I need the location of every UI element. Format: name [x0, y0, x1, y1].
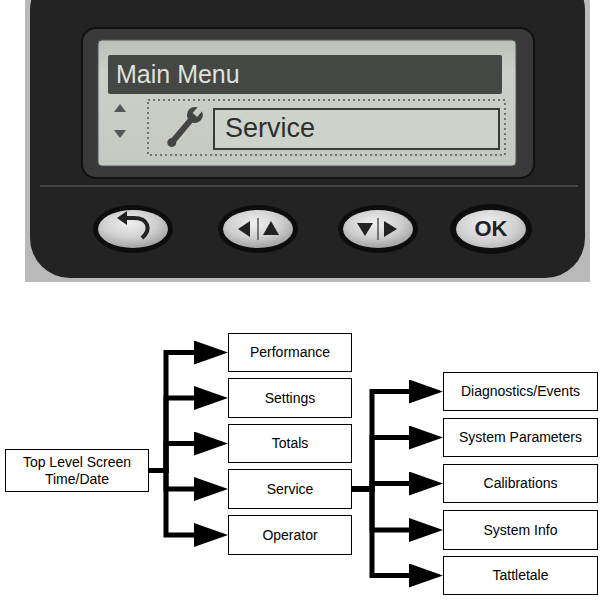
- menu-connector: [352, 489, 423, 530]
- selection-frame: [148, 100, 505, 155]
- menu-label: Service: [225, 113, 315, 144]
- menu-box: Top Level Screen Time/Date: [5, 449, 149, 492]
- wrench-jaw: [193, 105, 204, 117]
- menu-connector: [149, 471, 208, 490]
- menu-label: Totals: [272, 435, 309, 451]
- menu-label: Top Level Screen Time/Date: [12, 454, 142, 486]
- menu-label: Diagnostics/Events: [461, 383, 580, 399]
- menu-box: Performance: [228, 333, 352, 372]
- menu-label: System Info: [484, 522, 558, 538]
- right-arrow-icon: [384, 221, 397, 237]
- up-arrow-icon: [263, 221, 279, 235]
- menu-label: System Parameters: [459, 429, 582, 445]
- menu-label: Performance: [250, 344, 330, 360]
- button-recess: [338, 205, 418, 253]
- submenu-box: System Parameters: [443, 418, 598, 457]
- menu-connector: [352, 489, 423, 576]
- wrench-end: [165, 136, 178, 149]
- lcd-screen: [98, 40, 516, 166]
- menu-label: Operator: [262, 527, 317, 543]
- down-arrow-icon: [357, 223, 373, 236]
- submenu-box: Tattletale: [443, 556, 598, 595]
- wrench-head: [184, 104, 207, 127]
- housing-ridge: [40, 185, 578, 187]
- menu-box: Totals: [228, 424, 352, 463]
- device-housing: [30, 0, 585, 278]
- button-recess: [218, 205, 298, 253]
- menu-box: Operator: [228, 515, 352, 555]
- menu-label: Tattletale: [492, 567, 548, 583]
- menu-connector: [352, 392, 423, 490]
- button-recess: [450, 204, 532, 254]
- back-arrow-icon: [125, 218, 148, 238]
- menu-connector: [149, 444, 208, 471]
- menu-label: OK: [475, 216, 508, 241]
- wrench-icon: [163, 102, 208, 151]
- button-divider: [257, 218, 259, 240]
- display-bezel: [82, 28, 534, 178]
- menu-title-band: Main Menu: [108, 55, 502, 94]
- menu-connector: [149, 471, 208, 536]
- menu-box: Settings: [228, 378, 352, 418]
- submenu-box: System Info: [443, 510, 598, 550]
- menu-connector: [352, 438, 423, 490]
- left-arrow-icon: [238, 221, 250, 237]
- menu-label: Service: [267, 481, 314, 497]
- back-arrow-head: [117, 211, 127, 225]
- menu-label: Calibrations: [484, 475, 558, 491]
- submenu-box: Diagnostics/Events: [443, 372, 598, 411]
- menu-item-box: Service: [213, 108, 500, 150]
- button-recess: [93, 205, 173, 253]
- submenu-box: Calibrations: [443, 464, 598, 503]
- menu-connector: [149, 398, 208, 471]
- menu-connector: [149, 353, 208, 471]
- scroll-down-indicator: [114, 130, 126, 138]
- back-button: [98, 210, 168, 248]
- scroll-up-indicator: [114, 104, 126, 112]
- left-up-button: [223, 210, 293, 248]
- ok-button: OK: [454, 208, 528, 250]
- menu-label: Settings: [265, 390, 316, 406]
- menu-box: Service: [228, 469, 352, 509]
- button-divider: [377, 218, 379, 240]
- menu-label: Main Menu: [116, 60, 240, 89]
- down-right-button: [343, 210, 413, 248]
